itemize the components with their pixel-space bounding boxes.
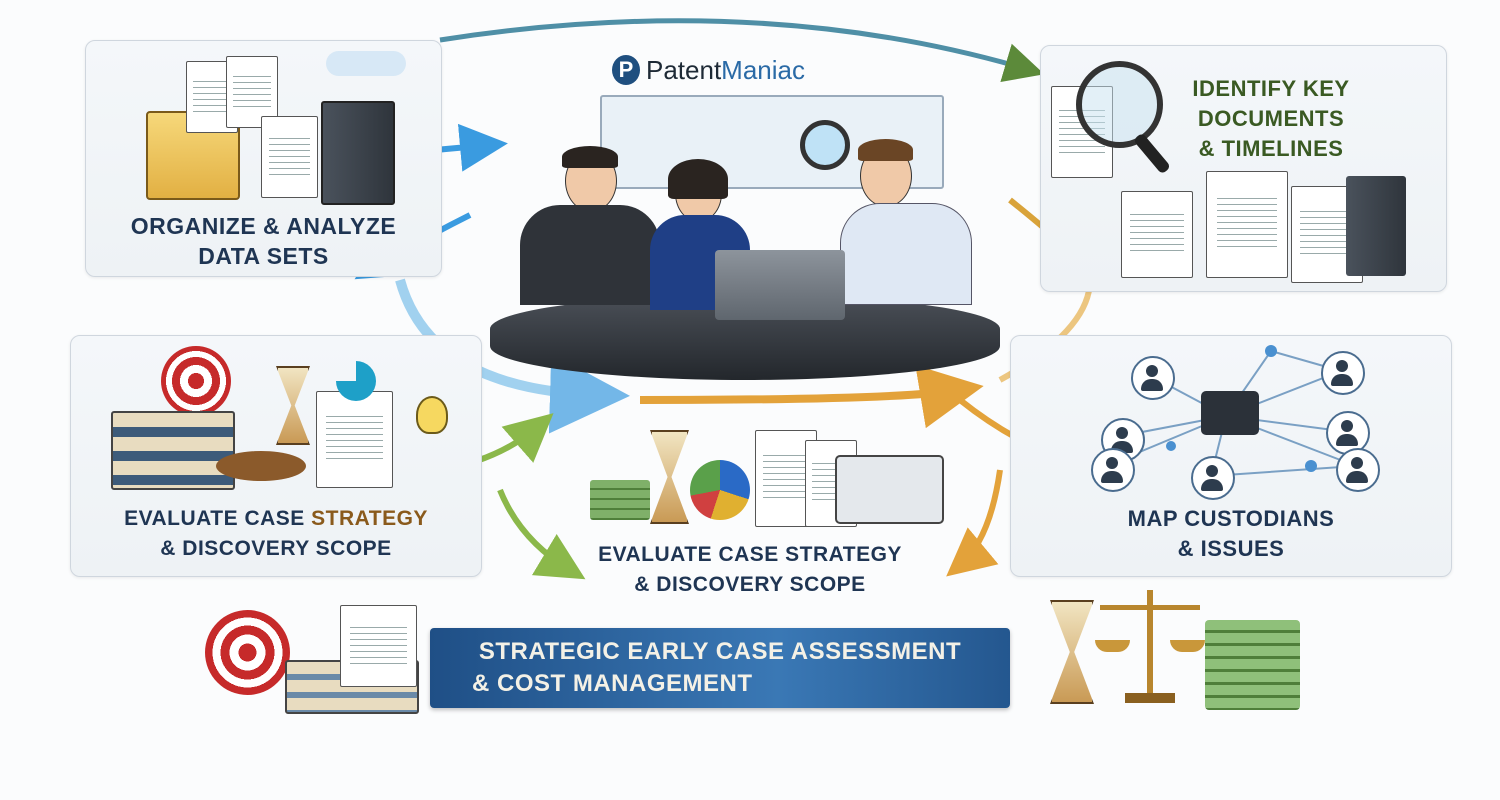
step-map-panel: MAP CUSTODIANS & ISSUES	[1010, 335, 1452, 577]
arrow-map-to-center	[960, 470, 1000, 565]
scales-of-justice-icon	[1095, 585, 1205, 705]
evaluate-center-title-line2: & DISCOVERY SCOPE	[570, 570, 930, 600]
brand-name-part2: Maniac	[721, 55, 805, 86]
brand-name-part1: Patent	[646, 55, 721, 86]
map-title-line2: & ISSUES	[1071, 534, 1391, 564]
step-identify-panel: IDENTIFY KEY DOCUMENTS & TIMELINES	[1040, 45, 1447, 292]
brand-logo: P Patent Maniac	[612, 52, 805, 88]
document-icon	[261, 116, 318, 198]
banner-title-line1: STRATEGIC EARLY CASE ASSESSMENT	[430, 636, 1010, 668]
laptop-icon	[715, 250, 845, 320]
cloud-icon	[326, 51, 406, 76]
magnifier-icon	[1076, 61, 1163, 148]
evaluate-left-title-line2: & DISCOVERY SCOPE	[71, 534, 481, 564]
custodian-avatar	[1131, 356, 1175, 400]
calculator-icon	[835, 455, 944, 524]
arrow-organize-to-center	[435, 145, 490, 150]
books-icon	[111, 411, 235, 490]
step-organize-panel: ORGANIZE & ANALYZE DATA SETS	[85, 40, 442, 277]
server-icon	[321, 101, 395, 205]
identify-title-line1: IDENTIFY KEY	[1151, 74, 1391, 104]
evaluate-left-title-part1: EVALUATE CASE	[124, 507, 311, 530]
banner-title-line2: & COST MANAGEMENT	[430, 668, 1010, 700]
organize-title-line1: ORGANIZE & ANALYZE	[86, 211, 441, 241]
hourglass-icon	[276, 366, 310, 445]
target-icon	[205, 610, 290, 695]
magnifier-icon	[800, 120, 850, 170]
money-stack-icon	[590, 480, 650, 520]
money-stack-icon	[1205, 620, 1300, 710]
document-icon	[1121, 191, 1193, 278]
identify-title-line3: & TIMELINES	[1151, 134, 1391, 164]
summary-banner: STRATEGIC EARLY CASE ASSESSMENT & COST M…	[430, 628, 1010, 708]
pie-chart-icon	[690, 460, 750, 520]
evaluate-center-title-line1: EVALUATE CASE STRATEGY	[570, 540, 930, 570]
logo-p-icon: P	[612, 55, 640, 85]
arrow-left-down	[500, 490, 570, 570]
lightbulb-icon	[416, 396, 448, 434]
map-title-line1: MAP CUSTODIANS	[1071, 504, 1391, 534]
evaluate-left-title-part2: STRATEGY	[311, 507, 428, 530]
document-icon	[316, 391, 393, 488]
custodian-avatar	[1321, 351, 1365, 395]
server-icon	[1346, 176, 1406, 276]
gavel-icon	[216, 451, 306, 481]
step-evaluate-left-panel: EVALUATE CASE STRATEGY & DISCOVERY SCOPE	[70, 335, 482, 577]
custodian-avatar	[1336, 448, 1380, 492]
arrow-ellipse-orange	[640, 390, 960, 400]
identify-title-line2: DOCUMENTS	[1151, 104, 1391, 134]
custodian-avatar	[1191, 456, 1235, 500]
document-icon	[340, 605, 417, 687]
briefcase-icon	[1201, 391, 1259, 435]
document-icon	[1206, 171, 1288, 278]
pie-chart-icon	[336, 361, 376, 401]
target-icon	[161, 346, 231, 416]
custodian-avatar	[1091, 448, 1135, 492]
organize-title-line2: DATA SETS	[86, 241, 441, 271]
